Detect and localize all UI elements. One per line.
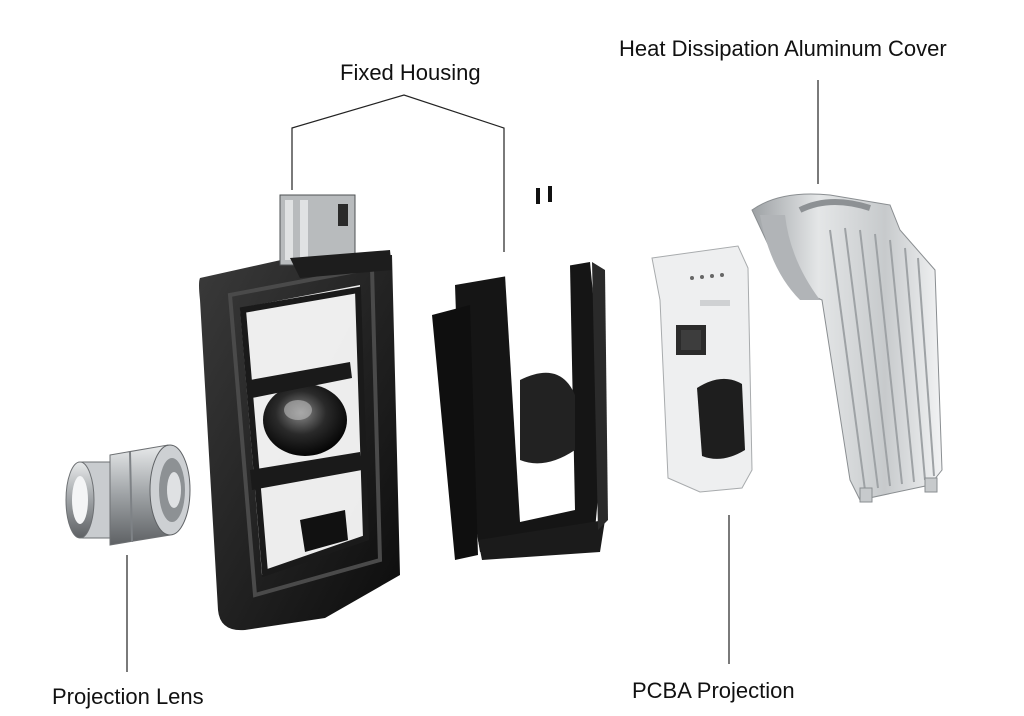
projection-lens-part [65,444,191,546]
label-heat-dissipation-cover: Heat Dissipation Aluminum Cover [619,36,947,61]
aluminum-cover-part [751,193,943,503]
fixed-housing-frame [432,186,608,560]
pcba-board-part [651,245,753,493]
label-pcba-projection: PCBA Projection [632,678,795,703]
fixed-housing-base [199,194,400,631]
leader-line-fixed-housing [291,94,505,252]
label-fixed-housing: Fixed Housing [340,60,481,85]
label-projection-lens: Projection Lens [52,684,204,709]
